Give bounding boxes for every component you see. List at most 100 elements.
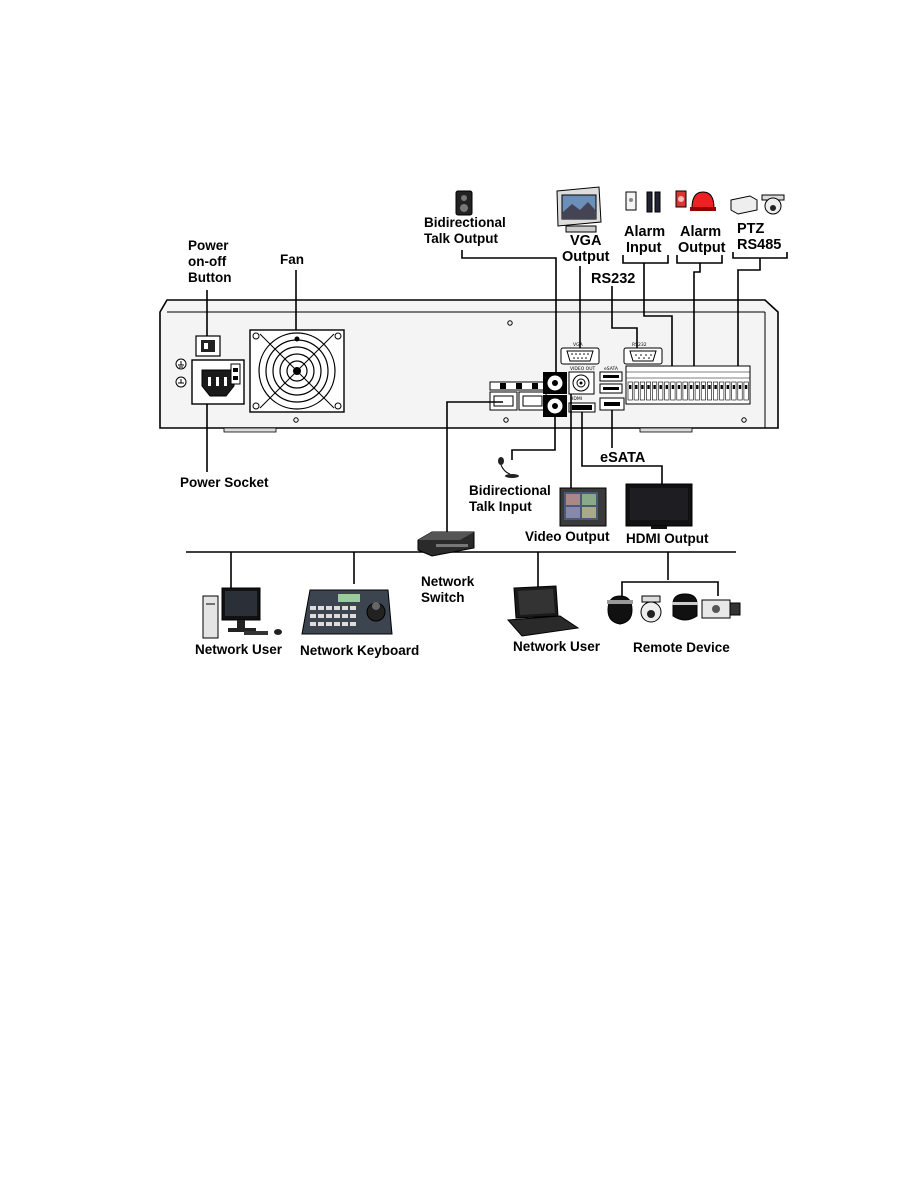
terminal-slot[interactable] xyxy=(725,381,731,401)
network-user-right-label: Network User xyxy=(513,639,601,654)
alarm-output-label: Alarm Output xyxy=(678,224,726,256)
terminal-slot[interactable] xyxy=(670,381,676,401)
network-switch-label-line: Network xyxy=(421,574,475,589)
talk-output-label: Bidirectional Talk Output xyxy=(424,215,510,246)
video-out-port[interactable]: VIDEO OUT xyxy=(568,366,596,395)
terminal-slot[interactable] xyxy=(719,381,725,401)
terminal-slot[interactable] xyxy=(645,381,651,401)
power-button-label-line: Power xyxy=(188,238,229,253)
control-keyboard-icon xyxy=(301,589,393,635)
alarm-terminal-block[interactable] xyxy=(625,365,751,405)
alarm-sensor-icon xyxy=(625,191,661,213)
ptz-rs485-label-line: PTZ xyxy=(737,221,765,237)
terminal-screw xyxy=(708,385,711,389)
terminal-slot[interactable] xyxy=(713,381,719,401)
lcd-tv-icon xyxy=(625,483,693,529)
vga-output-label-line: VGA xyxy=(570,233,602,249)
terminal-slot[interactable] xyxy=(700,381,706,401)
alarm-output-label-line: Alarm xyxy=(680,224,721,240)
fan-grille xyxy=(249,329,345,413)
terminal-slot[interactable] xyxy=(658,381,664,401)
terminal-screw xyxy=(653,385,656,389)
terminal-slot[interactable] xyxy=(652,381,658,401)
network-switch-icon xyxy=(417,531,475,557)
terminal-slot[interactable] xyxy=(676,381,682,401)
terminal-screw xyxy=(677,385,681,389)
laptop-icon xyxy=(506,585,580,637)
esata-panel-label: eSATA xyxy=(604,366,619,372)
ethernet-ports[interactable] xyxy=(489,381,547,411)
terminal-slot[interactable] xyxy=(639,381,645,401)
alarm-input-label: Alarm Input xyxy=(624,224,669,256)
video-monitor-icon xyxy=(559,487,607,527)
vga-port[interactable]: VGA xyxy=(560,342,600,365)
terminal-screw xyxy=(738,385,742,389)
power-socket-label: Power Socket xyxy=(180,475,269,490)
terminal-slot[interactable] xyxy=(682,381,688,401)
network-user-left-label: Network User xyxy=(195,642,283,657)
terminal-screw xyxy=(726,385,729,389)
hdmi-output-label: HDMI Output xyxy=(626,531,709,546)
desktop-pc-icon xyxy=(202,587,282,639)
terminal-screw xyxy=(635,385,638,389)
power-button-label: Power on-off Button xyxy=(188,238,232,285)
power-button-label-line: on-off xyxy=(188,254,227,269)
fuse-holder xyxy=(230,363,241,385)
usb-ports[interactable] xyxy=(599,371,623,394)
network-switch-label-line: Switch xyxy=(421,590,465,605)
network-keyboard-label: Network Keyboard xyxy=(300,643,419,658)
terminal-slot[interactable] xyxy=(633,381,639,401)
hdmi-panel-label: HDMI xyxy=(570,396,582,402)
terminal-screw xyxy=(641,385,644,389)
terminal-screw xyxy=(665,385,668,389)
ptz-camera-icon xyxy=(730,194,785,215)
terminal-slot[interactable] xyxy=(688,381,694,401)
terminal-screw xyxy=(671,385,675,389)
remote-camera-icons xyxy=(607,593,741,625)
audio-ports[interactable] xyxy=(543,372,567,417)
video-out-panel-label: VIDEO OUT xyxy=(570,366,596,372)
talk-input-label-line: Talk Input xyxy=(469,499,532,514)
fan-label: Fan xyxy=(280,252,304,267)
connection-lines xyxy=(186,250,788,596)
rs232-panel-label: RS232 xyxy=(632,342,647,348)
talk-input-label: Bidirectional Talk Input xyxy=(469,483,555,514)
terminal-slot[interactable] xyxy=(706,381,712,401)
crt-monitor-icon xyxy=(556,186,602,233)
terminal-slot[interactable] xyxy=(743,381,749,401)
power-switch[interactable] xyxy=(195,335,221,357)
terminal-slot[interactable] xyxy=(664,381,670,401)
speaker-icon xyxy=(455,190,473,216)
talk-output-label-line: Talk Output xyxy=(424,231,498,246)
remote-device-label: Remote Device xyxy=(633,640,730,655)
ptz-rs485-label-line: RS485 xyxy=(737,237,781,253)
vga-output-label: VGA Output xyxy=(562,233,610,265)
power-button-label-line: Button xyxy=(188,270,231,285)
terminal-slot[interactable] xyxy=(731,381,737,401)
terminal-screw xyxy=(720,385,723,389)
alarm-input-label-line: Input xyxy=(626,240,662,256)
terminal-screw xyxy=(690,385,693,389)
terminal-screw xyxy=(629,385,632,389)
microphone-icon xyxy=(498,457,519,478)
vga-output-label-line: Output xyxy=(562,249,610,265)
terminal-slot[interactable] xyxy=(694,381,700,401)
talk-input-label-line: Bidirectional xyxy=(469,483,551,498)
terminal-screw xyxy=(732,385,736,389)
alarm-input-label-line: Alarm xyxy=(624,224,665,240)
terminal-screw xyxy=(744,385,748,389)
rs232-port[interactable]: RS232 xyxy=(623,342,663,365)
ptz-rs485-label: PTZ RS485 xyxy=(737,221,781,253)
talk-output-label-line: Bidirectional xyxy=(424,215,506,230)
video-output-label: Video Output xyxy=(525,529,610,544)
alarm-output-label-line: Output xyxy=(678,240,726,256)
terminal-slot[interactable] xyxy=(737,381,743,401)
alarm-siren-icon xyxy=(675,190,716,211)
terminal-slot[interactable] xyxy=(627,381,633,401)
vga-panel-label: VGA xyxy=(573,342,584,348)
terminal-screw xyxy=(659,385,662,389)
rs232-label: RS232 xyxy=(591,271,635,287)
terminal-screw xyxy=(683,385,687,389)
ground-icon xyxy=(175,358,187,388)
